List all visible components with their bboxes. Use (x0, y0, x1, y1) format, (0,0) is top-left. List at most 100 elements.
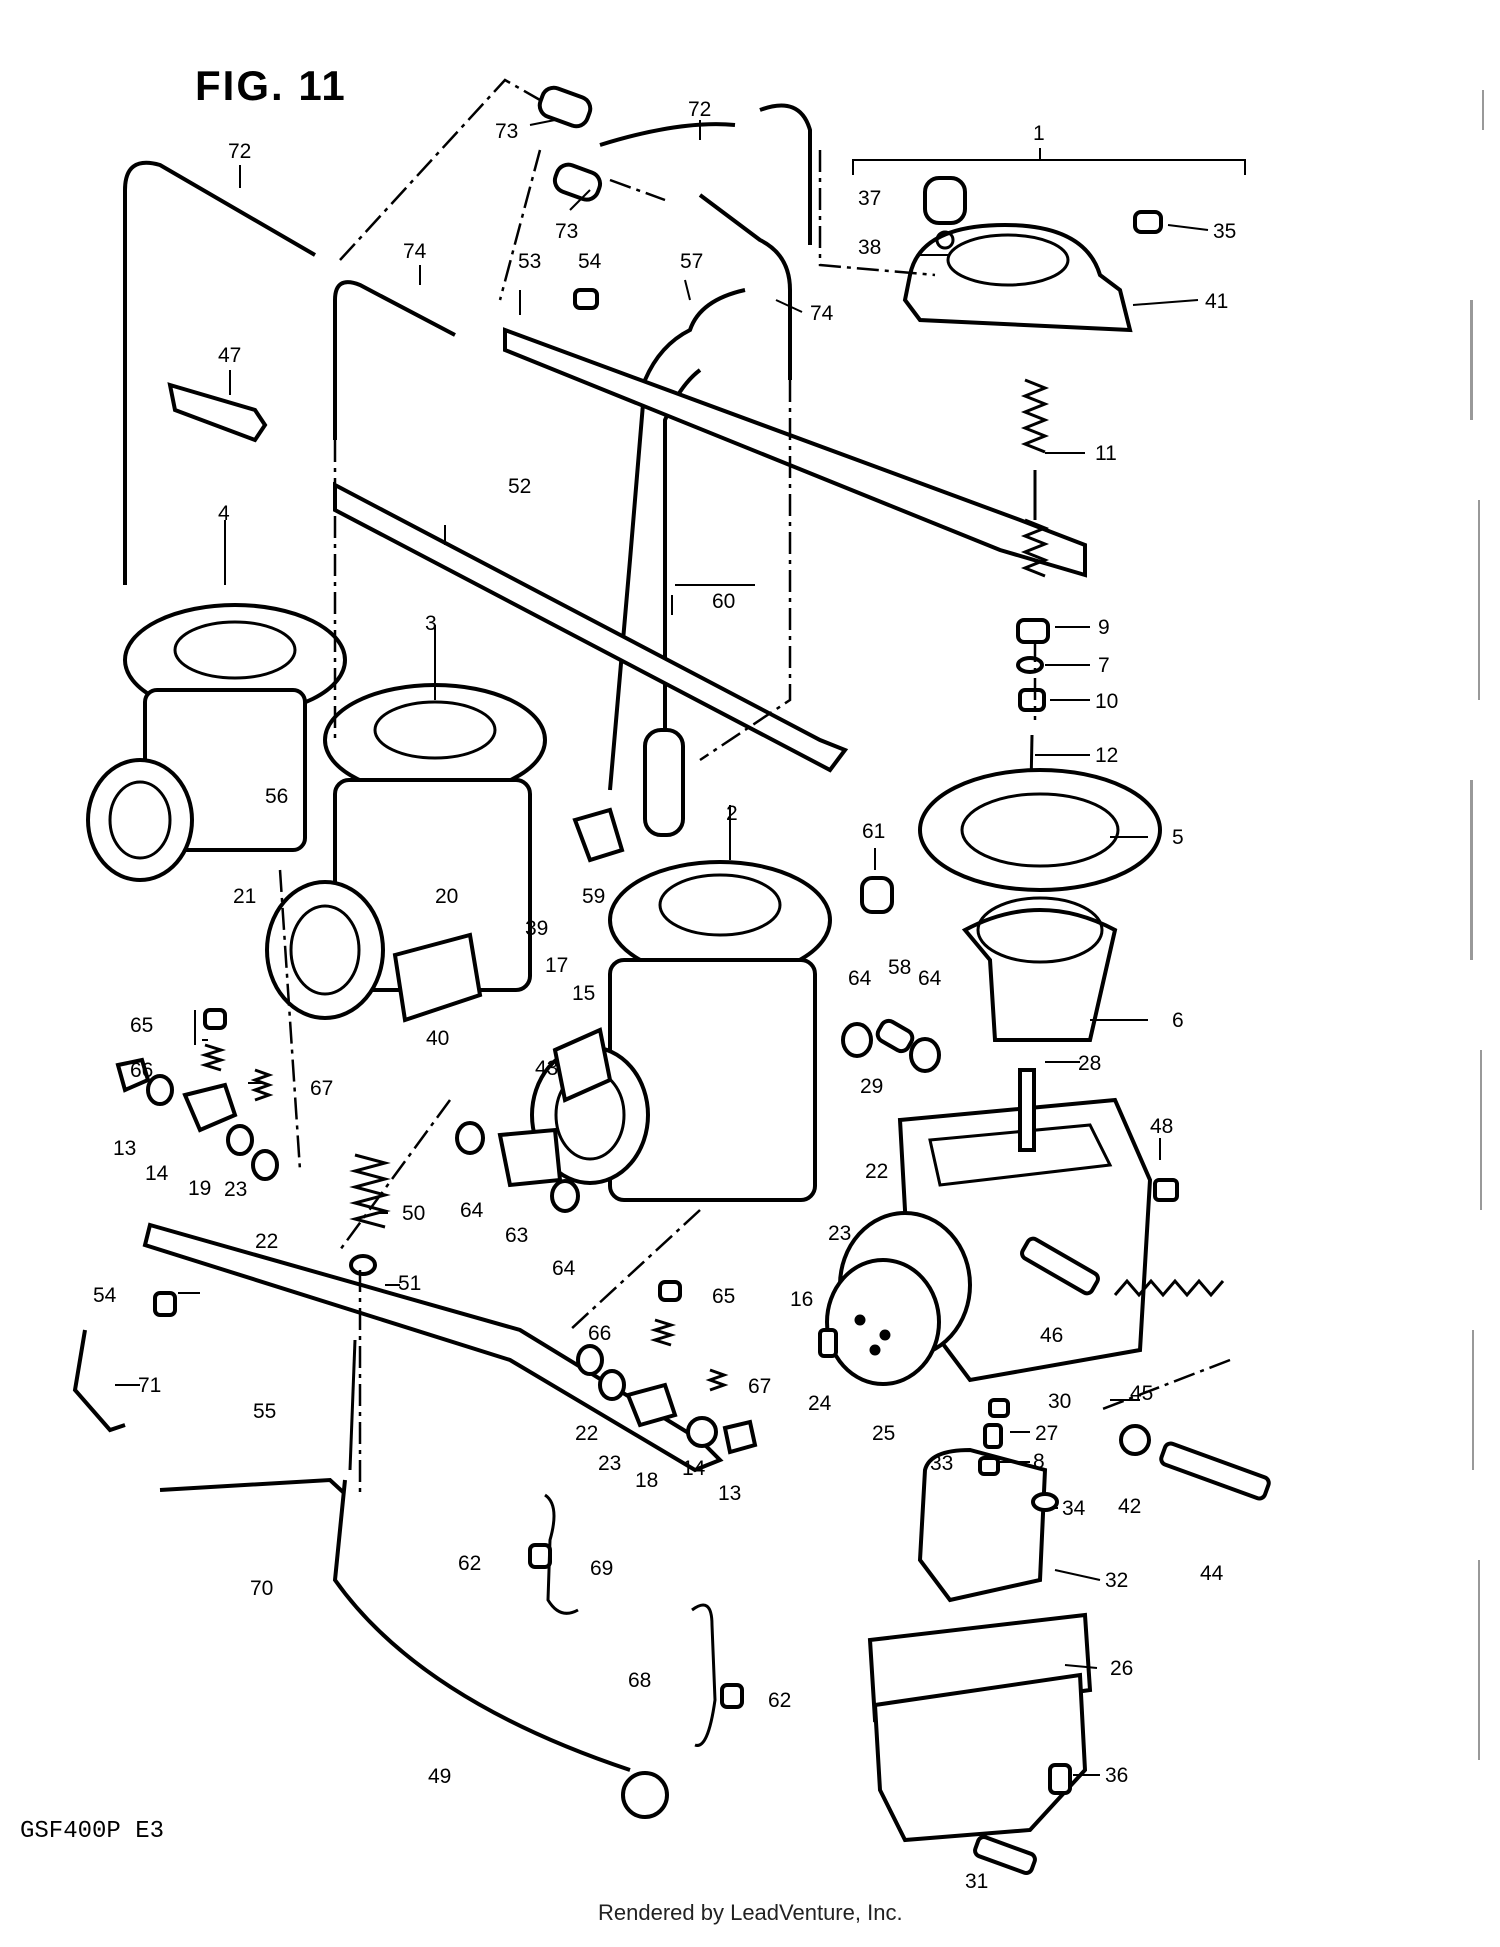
callout-26: 26 (1110, 1657, 1133, 1680)
screw-46 (1020, 1236, 1100, 1296)
callout-49: 49 (428, 1765, 451, 1788)
dash-line-53 (498, 149, 542, 301)
screw-65-left (203, 1008, 227, 1030)
callout-4: 4 (218, 502, 230, 525)
cable-knob (621, 1771, 669, 1819)
connector-73-top (537, 85, 593, 129)
callout-38: 38 (858, 236, 881, 259)
washer-42 (1119, 1424, 1151, 1456)
callout-58: 58 (888, 956, 911, 979)
callout-9: 9 (1098, 616, 1110, 639)
callout-15: 15 (572, 982, 595, 1005)
callout-53: 53 (518, 250, 541, 273)
callout-55: 55 (253, 1400, 276, 1423)
nut-13-left (115, 1057, 151, 1093)
carburetor-4 (86, 603, 347, 882)
hose-72-top (599, 122, 736, 147)
spring-45 (1113, 1278, 1225, 1298)
callout-6: 6 (1172, 1009, 1184, 1032)
washer-23-left (226, 1124, 254, 1156)
model-code: GSF400P E3 (20, 1818, 165, 1845)
callout-66-left: 66 (130, 1059, 153, 1082)
washer-23-center (598, 1369, 626, 1401)
hose-71 (72, 1329, 126, 1433)
cap-64-c (455, 1121, 485, 1155)
footer-credit: Rendered by LeadVenture, Inc. (598, 1900, 903, 1925)
callout-3: 3 (425, 612, 437, 635)
callout-22-left: 22 (255, 1230, 278, 1253)
hose-72-left (123, 160, 317, 585)
hose-74-left (333, 280, 456, 440)
callout-31: 31 (965, 1870, 988, 1893)
screw-54-top (573, 288, 599, 310)
piston-6 (961, 908, 1118, 1042)
callout-18: 18 (635, 1469, 658, 1492)
callout-74-left: 74 (403, 240, 427, 263)
clip-68 (691, 1603, 717, 1747)
callout-14-center: 14 (682, 1457, 706, 1480)
spring-67-left (250, 1068, 274, 1102)
callout-32: 32 (1105, 1569, 1128, 1592)
carburetor-2 (530, 860, 832, 1202)
leader-lines (115, 119, 1209, 1776)
callout-22-center: 22 (575, 1422, 598, 1445)
callout-72-left: 72 (228, 140, 251, 163)
bracket-52 (333, 481, 849, 773)
callout-61: 61 (862, 820, 885, 843)
callout-74-right: 74 (810, 302, 834, 325)
callout-65-left: 65 (130, 1014, 153, 1037)
float-32 (917, 1447, 1048, 1603)
screw-35 (1133, 210, 1163, 234)
callout-23-center: 23 (598, 1452, 621, 1475)
dash-line-right (1099, 1358, 1231, 1412)
callout-69: 69 (590, 1557, 613, 1580)
callout-40: 40 (426, 1027, 449, 1050)
callout-64-a: 64 (848, 967, 872, 990)
callout-11: 11 (1095, 442, 1117, 465)
callout-46: 46 (1040, 1324, 1063, 1347)
cap-64-d (550, 1179, 580, 1213)
clip-7 (1016, 656, 1044, 674)
cap-64-b (909, 1037, 941, 1073)
needle-retainer-9 (1016, 618, 1050, 644)
callout-2: 2 (726, 802, 738, 825)
callout-28: 28 (1078, 1052, 1101, 1075)
callout-8: 8 (1033, 1450, 1045, 1473)
screw-65-center (658, 1280, 682, 1302)
callout-16: 16 (790, 1288, 813, 1311)
screw-62-left (528, 1543, 552, 1569)
callout-50: 50 (402, 1202, 425, 1225)
callout-36: 36 (1105, 1764, 1128, 1787)
callout-30: 30 (1048, 1390, 1071, 1413)
spacer-10 (1018, 688, 1046, 712)
callout-70: 70 (250, 1577, 273, 1600)
bracket-53 (503, 327, 1087, 578)
callout-14-left: 14 (145, 1162, 169, 1185)
callout-71: 71 (138, 1374, 161, 1397)
diaphragm-5 (918, 768, 1162, 892)
washer-51 (349, 1254, 377, 1276)
callout-33: 33 (930, 1452, 953, 1475)
callout-44: 44 (1200, 1562, 1224, 1585)
callout-64-c: 64 (460, 1199, 484, 1222)
callout-10: 10 (1095, 690, 1118, 713)
screw-62-right (720, 1683, 744, 1709)
callout-45: 45 (1130, 1382, 1153, 1405)
joint-63 (497, 1127, 563, 1188)
callout-51: 51 (398, 1272, 421, 1295)
washer-22-center (576, 1344, 604, 1376)
top-cap-41 (902, 222, 1133, 333)
callout-56: 56 (265, 785, 288, 808)
jet-27 (983, 1423, 1003, 1449)
dash-line-link (569, 1209, 701, 1331)
callout-41: 41 (1205, 290, 1228, 313)
callout-5: 5 (1172, 826, 1184, 849)
link-plate-55 (142, 1222, 724, 1473)
callout-39: 39 (525, 917, 548, 940)
callout-60: 60 (712, 590, 735, 613)
callout-13-left: 13 (113, 1137, 136, 1160)
callout-20: 20 (435, 885, 458, 908)
hose-58 (875, 1018, 915, 1054)
cap-37 (923, 176, 967, 225)
